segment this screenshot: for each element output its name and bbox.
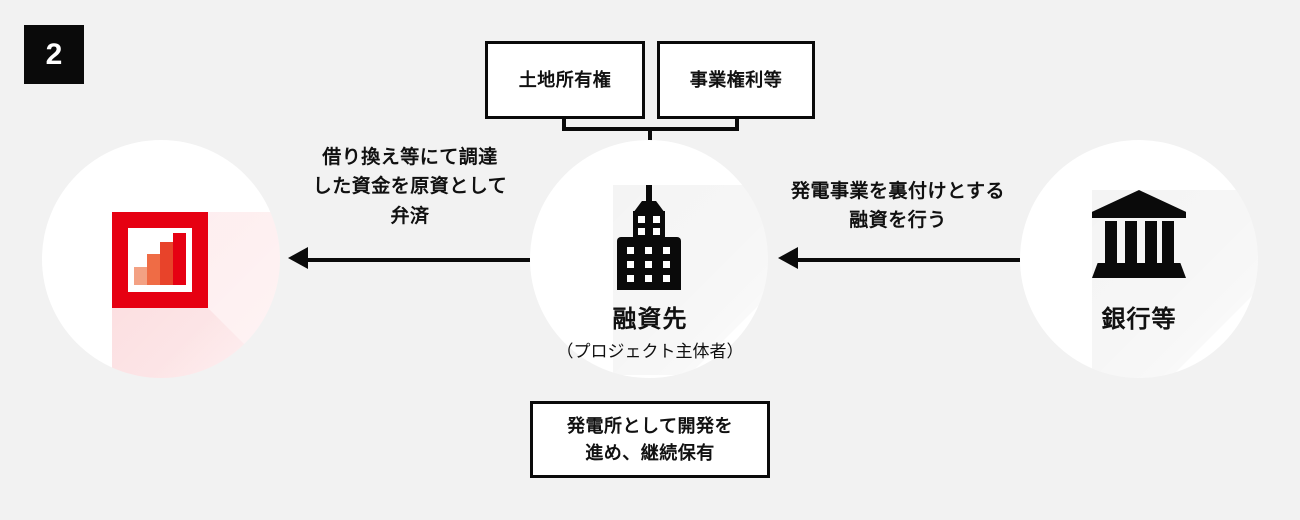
connector-right-drop (735, 118, 739, 131)
bar-chart-icon-bars (128, 233, 192, 285)
bank-column (1145, 221, 1157, 263)
node-bank-circle (1020, 140, 1258, 378)
bar-chart-icon (112, 212, 208, 308)
box-business-rights: 事業権利等 (657, 41, 815, 119)
building-window (645, 247, 652, 254)
building-window (653, 216, 660, 223)
node-bank-caption: 銀行等 (1020, 305, 1258, 335)
box-development-retention: 発電所として開発を 進め、継続保有 (530, 401, 770, 478)
building-window (645, 275, 652, 282)
node-investor-circle (42, 140, 280, 378)
connector-stem-to-center (648, 127, 652, 144)
building-base (617, 237, 681, 290)
arrow-loan-head (778, 247, 798, 269)
arrow-loan-label: 発電事業を裏付けとする 融資を行う (762, 177, 1034, 236)
building-window (663, 261, 670, 268)
bar-chart-bar-1 (134, 267, 147, 285)
box-development-retention-line-2: 進め、継続保有 (585, 442, 715, 463)
box-development-retention-line-1: 発電所として開発を (567, 416, 733, 437)
arrow-repayment-label-line-1: 借り換え等にて調達 (322, 147, 498, 168)
building-window (645, 261, 652, 268)
arrow-repayment-head (288, 247, 308, 269)
bar-chart-bar-2 (147, 254, 160, 285)
node-borrower-subtitle: （プロジェクト主体者） (556, 342, 744, 361)
building-window (663, 247, 670, 254)
arrow-repayment-line (302, 258, 530, 262)
building-tower (633, 211, 665, 239)
bank-base (1092, 263, 1186, 278)
building-roof (633, 201, 665, 213)
box-land-ownership-label: 土地所有権 (518, 69, 612, 90)
bank-pediment (1092, 190, 1186, 218)
arrow-repayment-label-line-2: した資金を原資として (312, 176, 508, 198)
bank-column (1105, 221, 1117, 263)
building-window (627, 261, 634, 268)
building-window (653, 228, 660, 235)
arrow-loan-label-line-1: 発電事業を裏付けとする (791, 181, 1005, 202)
bar-chart-bar-3 (160, 242, 173, 285)
node-borrower-caption: 融資先 （プロジェクト主体者） (500, 305, 800, 362)
office-building-icon (613, 185, 685, 290)
building-window (663, 275, 670, 282)
bank-column (1162, 221, 1174, 263)
building-window (627, 247, 634, 254)
building-window (638, 216, 645, 223)
arrow-repayment-label: 借り換え等にて調達 した資金を原資として 弁済 (272, 143, 548, 231)
arrow-repayment-label-line-3: 弁済 (390, 205, 430, 227)
building-window (627, 275, 634, 282)
step-number-badge: 2 (24, 25, 84, 84)
bank-icon (1092, 190, 1186, 278)
step-number-text: 2 (45, 37, 63, 71)
box-land-ownership: 土地所有権 (485, 41, 645, 119)
box-business-rights-label: 事業権利等 (689, 69, 783, 90)
arrow-loan-label-line-2: 融資を行う (849, 210, 947, 232)
node-bank-title: 銀行等 (1101, 306, 1177, 333)
building-antenna (646, 185, 652, 203)
node-borrower-title: 融資先 (612, 306, 688, 333)
bar-chart-bar-4 (173, 233, 186, 285)
arrow-loan-line (792, 258, 1020, 262)
connector-left-drop (562, 118, 566, 131)
building-window (638, 228, 645, 235)
bank-column (1125, 221, 1137, 263)
